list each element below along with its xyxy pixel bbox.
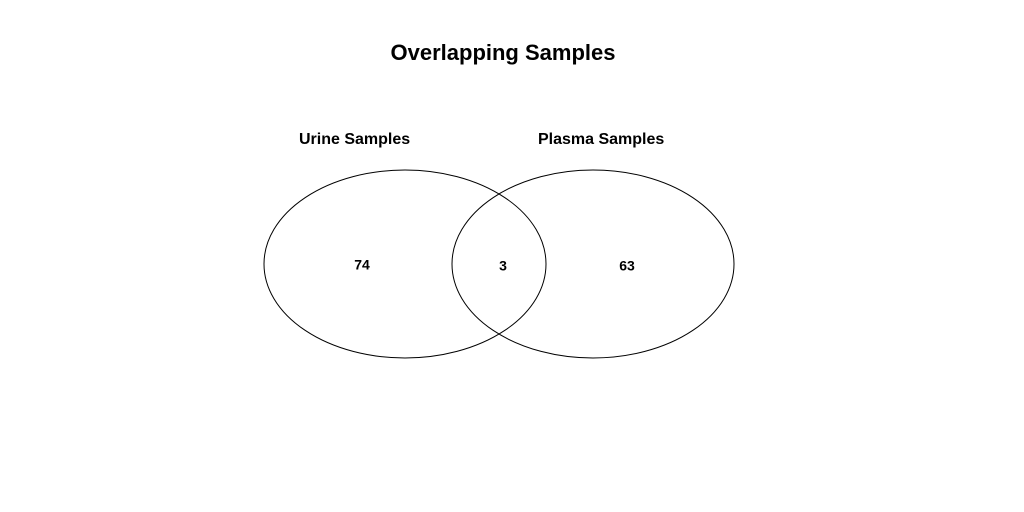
intersection-count: 3: [499, 258, 507, 274]
urine-samples-ellipse: [263, 169, 547, 359]
urine-only-count: 74: [354, 257, 370, 273]
plasma-only-count: 63: [619, 258, 635, 274]
urine-samples-label: Urine Samples: [299, 131, 411, 148]
diagram-title: Overlapping Samples: [390, 40, 616, 65]
plasma-samples-ellipse: [451, 169, 735, 359]
plasma-samples-label: Plasma Samples: [538, 131, 665, 148]
